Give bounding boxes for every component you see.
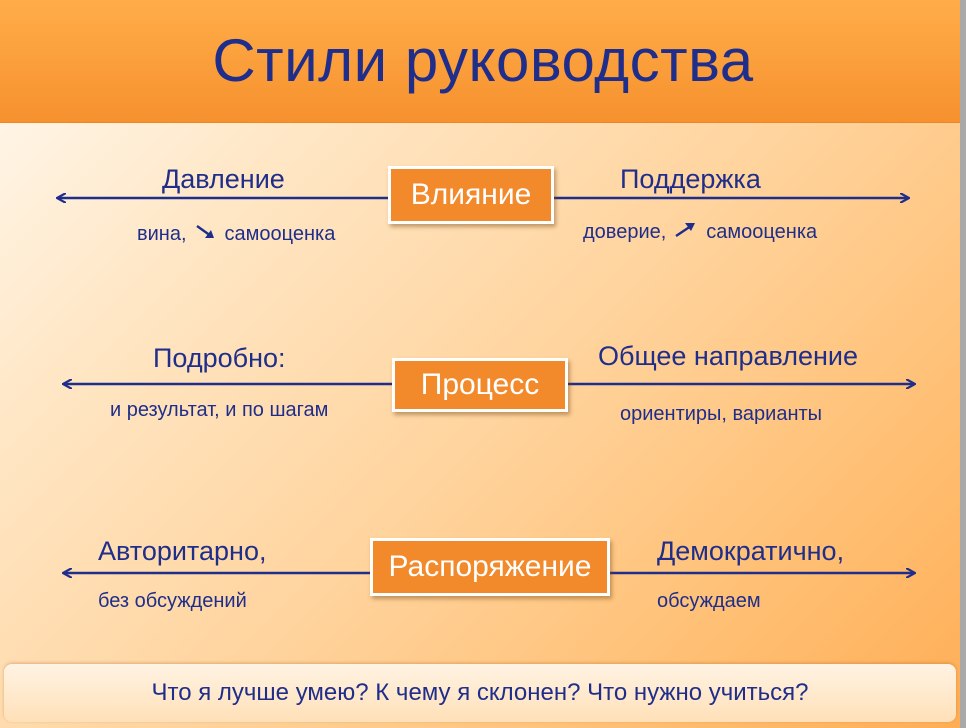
center-box-process: Процесс — [392, 358, 568, 412]
right-label-democratic: Демократично, — [657, 536, 845, 566]
arrow-down-right-icon — [195, 223, 217, 247]
center-box-label: Распоряжение — [388, 550, 592, 583]
left-sublabel-detailed: и результат, и по шагам — [110, 399, 329, 421]
right-sublabel-general: ориентиры, варианты — [620, 403, 823, 425]
left-label-authoritarian: Авторитарно, — [98, 536, 267, 566]
left-label-pressure: Давление — [162, 164, 285, 194]
center-box-order: Распоряжение — [370, 538, 610, 596]
right-sublabel-a: доверие, — [583, 221, 667, 243]
page-title: Стили руководства — [212, 27, 754, 94]
right-label-support: Поддержка — [620, 164, 761, 194]
footer-bar: Что я лучше умею? К чему я склонен? Что … — [4, 664, 956, 722]
right-sublabel-b: самооценка — [706, 221, 818, 243]
center-box-influence: Влияние — [388, 166, 554, 224]
right-label-general: Общее направление — [598, 341, 858, 371]
center-box-label: Процесс — [420, 368, 540, 401]
left-sublabel-authoritarian: без обсуждений — [98, 590, 247, 612]
right-sublabel-support: доверие, самооценка — [583, 220, 817, 245]
left-label-detailed: Подробно: — [153, 343, 286, 373]
left-sublabel-a: вина, — [137, 223, 187, 245]
footer-question: Что я лучше умею? К чему я склонен? Что … — [151, 679, 809, 706]
right-sublabel-democratic: обсуждаем — [657, 590, 761, 612]
title-bar: Стили руководства — [0, 0, 966, 123]
left-sublabel-pressure: вина, самооценка — [137, 222, 335, 247]
arrow-up-right-icon — [674, 221, 698, 245]
left-sublabel-b: самооценка — [224, 223, 336, 245]
center-box-label: Влияние — [410, 178, 532, 211]
